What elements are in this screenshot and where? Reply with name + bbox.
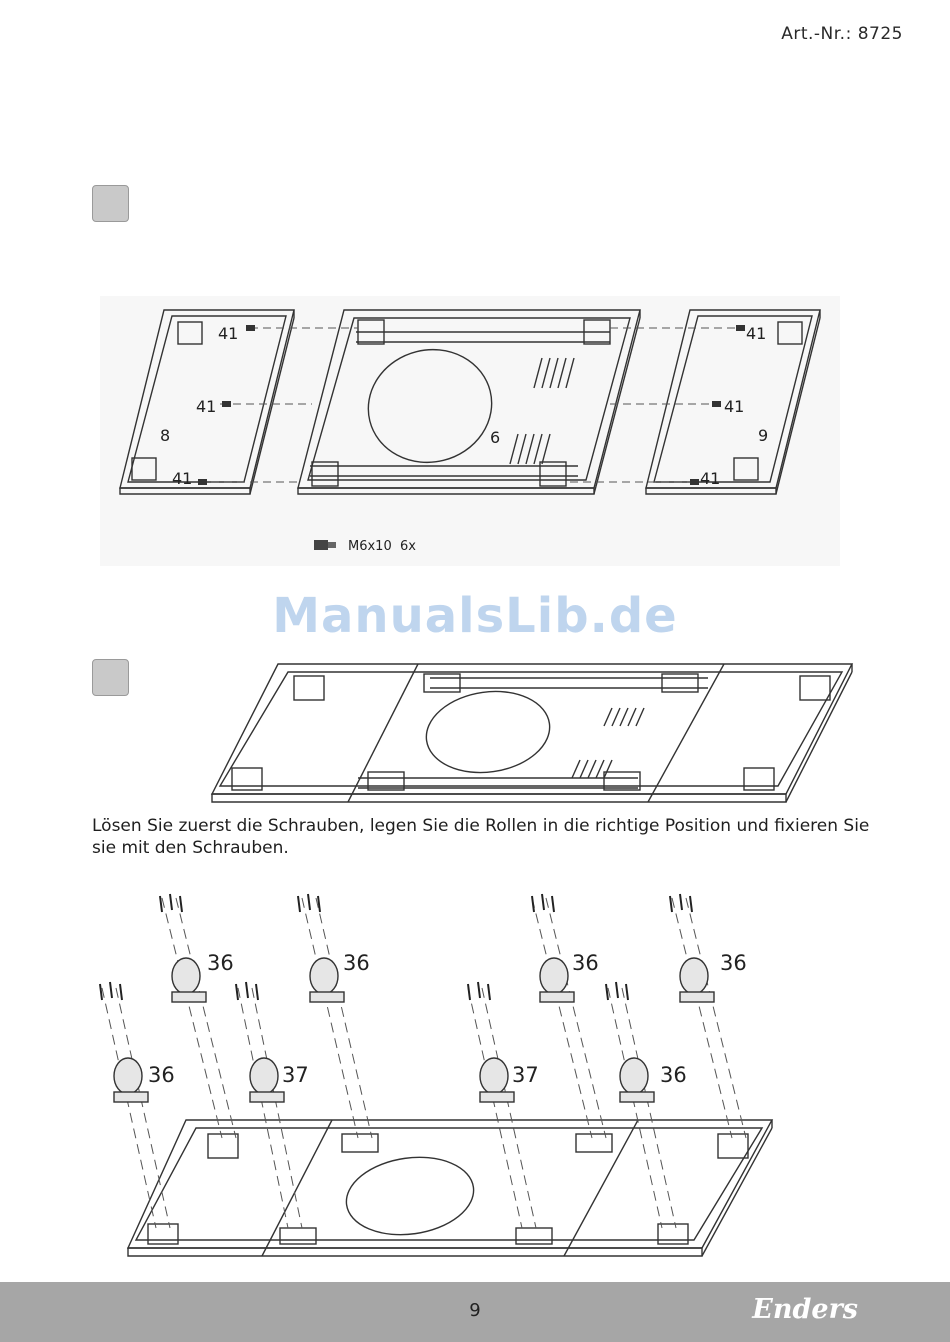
part-label-9: 9	[758, 426, 768, 445]
exploded-frame-diagram: 41 41 41 41 41 41 8 6 9 M6x10 6x	[100, 296, 840, 566]
label-41-c: 41	[172, 469, 192, 488]
caster-label-37-a: 37	[282, 1063, 309, 1087]
instruction-text: Lösen Sie zuerst die Schrauben, legen Si…	[92, 815, 872, 859]
article-number: Art.-Nr.: 8725	[781, 24, 903, 44]
brand-logo: Enders	[752, 1294, 858, 1325]
caster-label-37-b: 37	[512, 1063, 539, 1087]
step-marker-1	[92, 185, 129, 222]
label-41-d: 41	[746, 324, 766, 343]
assembled-frame-diagram	[208, 660, 854, 806]
step-marker-2	[92, 659, 129, 696]
watermark: ManualsLib.de	[0, 588, 950, 644]
screw-size-label: M6x10	[348, 539, 392, 554]
caster-label-36-c: 36	[572, 951, 599, 975]
label-41-a: 41	[218, 324, 238, 343]
page-footer: 9 Enders	[0, 1282, 950, 1342]
label-41-e: 41	[724, 397, 744, 416]
caster-label-36-b: 36	[343, 951, 370, 975]
caster-label-36-d: 36	[720, 951, 747, 975]
screw-count-label: 6x	[400, 539, 416, 554]
part-label-8: 8	[160, 426, 170, 445]
caster-mounting-diagram: 36 36 36 36 36 37 37 36	[92, 888, 776, 1260]
caster-label-36-e: 36	[148, 1063, 175, 1087]
caster-label-36-a: 36	[207, 951, 234, 975]
label-41-f: 41	[700, 469, 720, 488]
label-41-b: 41	[196, 397, 216, 416]
part-label-6: 6	[490, 428, 500, 447]
caster-label-36-f: 36	[660, 1063, 687, 1087]
